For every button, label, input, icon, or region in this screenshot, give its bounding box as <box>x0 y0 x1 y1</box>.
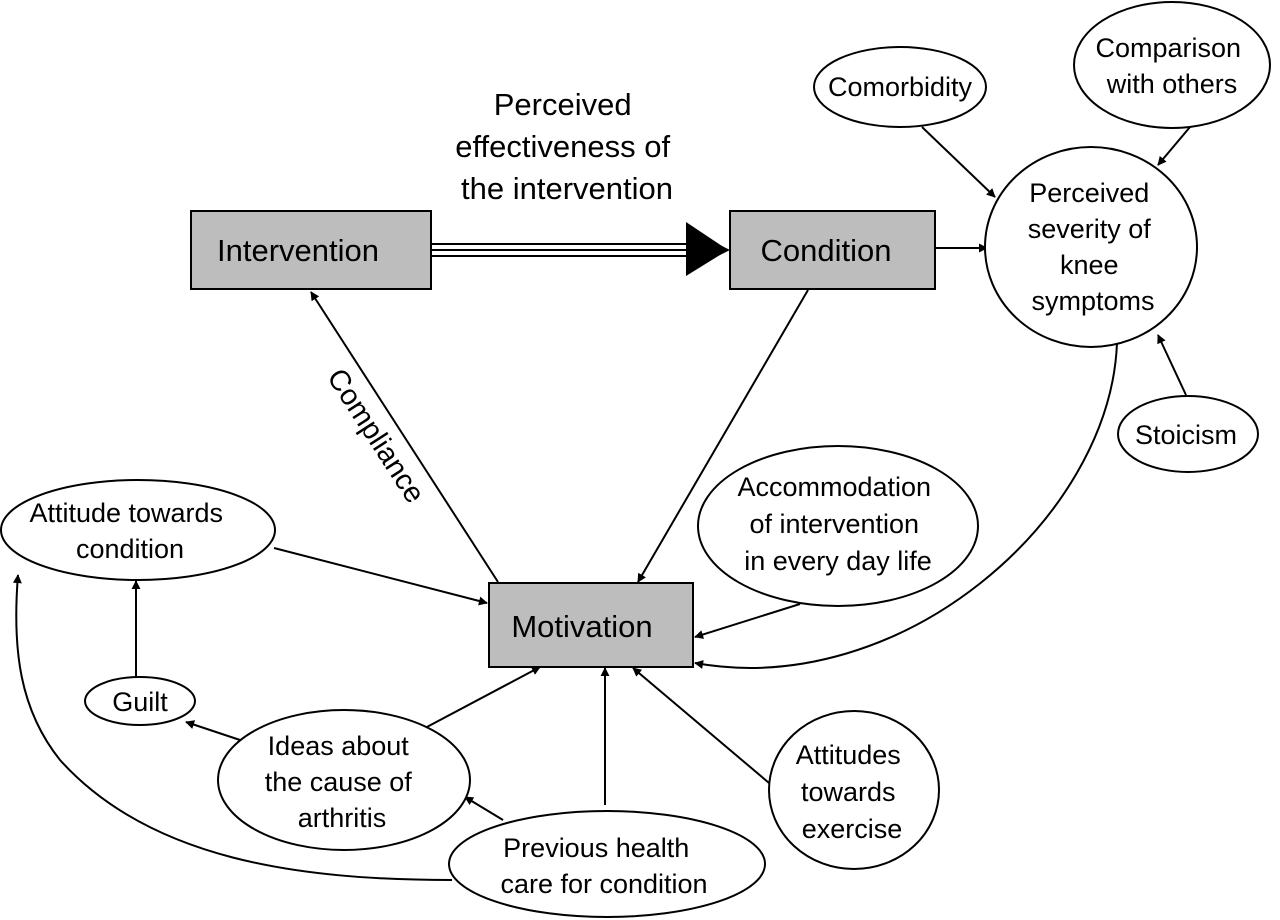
node-accommodation-label: Accommodation of intervention in every d… <box>737 472 938 576</box>
node-guilt: Guilt <box>84 676 196 726</box>
node-comparison-line-2: with others <box>1106 69 1238 99</box>
node-ideas-line-2: the cause of <box>265 767 413 797</box>
node-severity-line-4: symptoms <box>1031 286 1154 316</box>
effectiveness-label-line-3: the intervention <box>461 171 673 206</box>
node-exercise-line-2: towards <box>801 777 896 807</box>
node-ideas-label: Ideas about the cause of arthritis <box>265 731 420 833</box>
node-accommodation-line-1: Accommodation <box>737 472 931 502</box>
node-stoicism: Stoicism <box>1117 395 1259 473</box>
node-previous: Previous health care for condition <box>448 810 766 918</box>
node-attitude-condition: Attitude towards condition <box>0 479 276 581</box>
node-comparison-line-1: Comparison <box>1095 33 1241 63</box>
node-attitude-condition-line-1: Attitude towards <box>29 498 223 528</box>
node-exercise: Attitudes towards exercise <box>768 710 940 870</box>
node-exercise-line-3: exercise <box>802 814 903 844</box>
node-stoicism-label: Stoicism <box>1135 420 1237 450</box>
edge-comparison-severity <box>1157 126 1191 166</box>
node-ideas-line-3: arthritis <box>298 803 387 833</box>
edge-accommodation-motivation <box>694 603 801 639</box>
node-accommodation: Accommodation of intervention in every d… <box>697 445 979 607</box>
compliance-label: Compliance <box>320 363 430 509</box>
edge-attitude-motivation <box>273 547 488 606</box>
node-motivation-label: Motivation <box>511 609 652 644</box>
node-motivation: Motivation <box>488 582 694 668</box>
edge-ideas-guilt <box>185 720 241 741</box>
node-condition-label: Condition <box>761 233 892 268</box>
node-exercise-line-1: Attitudes <box>796 740 901 770</box>
edge-ideas-motivation <box>424 666 541 729</box>
node-ideas: Ideas about the cause of arthritis <box>217 709 471 851</box>
effectiveness-label-line-1: Perceived <box>494 87 632 122</box>
edge-comorbidity-severity <box>921 126 996 198</box>
node-comorbidity-line-1: Comorbidity <box>828 72 973 102</box>
node-attitude-condition-label: Attitude towards condition <box>29 498 230 564</box>
node-intervention-label: Intervention <box>217 233 379 268</box>
node-ideas-line-1: Ideas about <box>268 731 410 761</box>
edge-condition-motivation <box>637 289 809 583</box>
edge-intervention-condition-head <box>686 222 728 276</box>
node-severity-line-3: knee <box>1060 250 1119 280</box>
node-severity-line-1: Perceived <box>1029 178 1149 208</box>
edge-exercise-motivation <box>632 667 776 789</box>
node-accommodation-line-2: of intervention <box>749 509 919 539</box>
node-guilt-label: Guilt <box>112 687 168 717</box>
effectiveness-label-line-2: effectiveness of <box>455 129 670 164</box>
node-previous-line-1: Previous health <box>503 833 689 863</box>
node-exercise-label: Attitudes towards exercise <box>796 740 909 844</box>
node-attitude-condition-line-2: condition <box>76 534 184 564</box>
node-comparison: Comparison with others <box>1073 1 1271 129</box>
node-comorbidity: Comorbidity <box>813 46 987 128</box>
node-intervention: Intervention <box>190 210 432 290</box>
node-stoicism-line-1: Stoicism <box>1135 420 1237 450</box>
node-previous-line-2: care for condition <box>500 869 707 899</box>
edge-severity-motivation <box>694 342 1118 669</box>
node-guilt-line-1: Guilt <box>112 687 168 717</box>
edge-previous-ideas <box>464 796 504 821</box>
node-comparison-label: Comparison with others <box>1095 33 1248 99</box>
edge-motivation-intervention <box>310 291 499 583</box>
node-condition: Condition <box>729 210 936 290</box>
node-severity-line-2: severity of <box>1028 214 1152 244</box>
effectiveness-label: Perceived effectiveness of the intervent… <box>455 87 678 206</box>
node-previous-label: Previous health care for condition <box>500 833 707 899</box>
node-comorbidity-label: Comorbidity <box>828 72 973 102</box>
node-accommodation-line-3: in every day life <box>744 546 932 576</box>
edge-previous-attitude <box>12 574 453 881</box>
edges <box>12 126 1191 881</box>
node-severity-label: Perceived severity of knee symptoms <box>1028 178 1159 316</box>
edge-stoicism-severity <box>1157 334 1187 396</box>
node-severity: Perceived severity of knee symptoms <box>984 146 1198 348</box>
